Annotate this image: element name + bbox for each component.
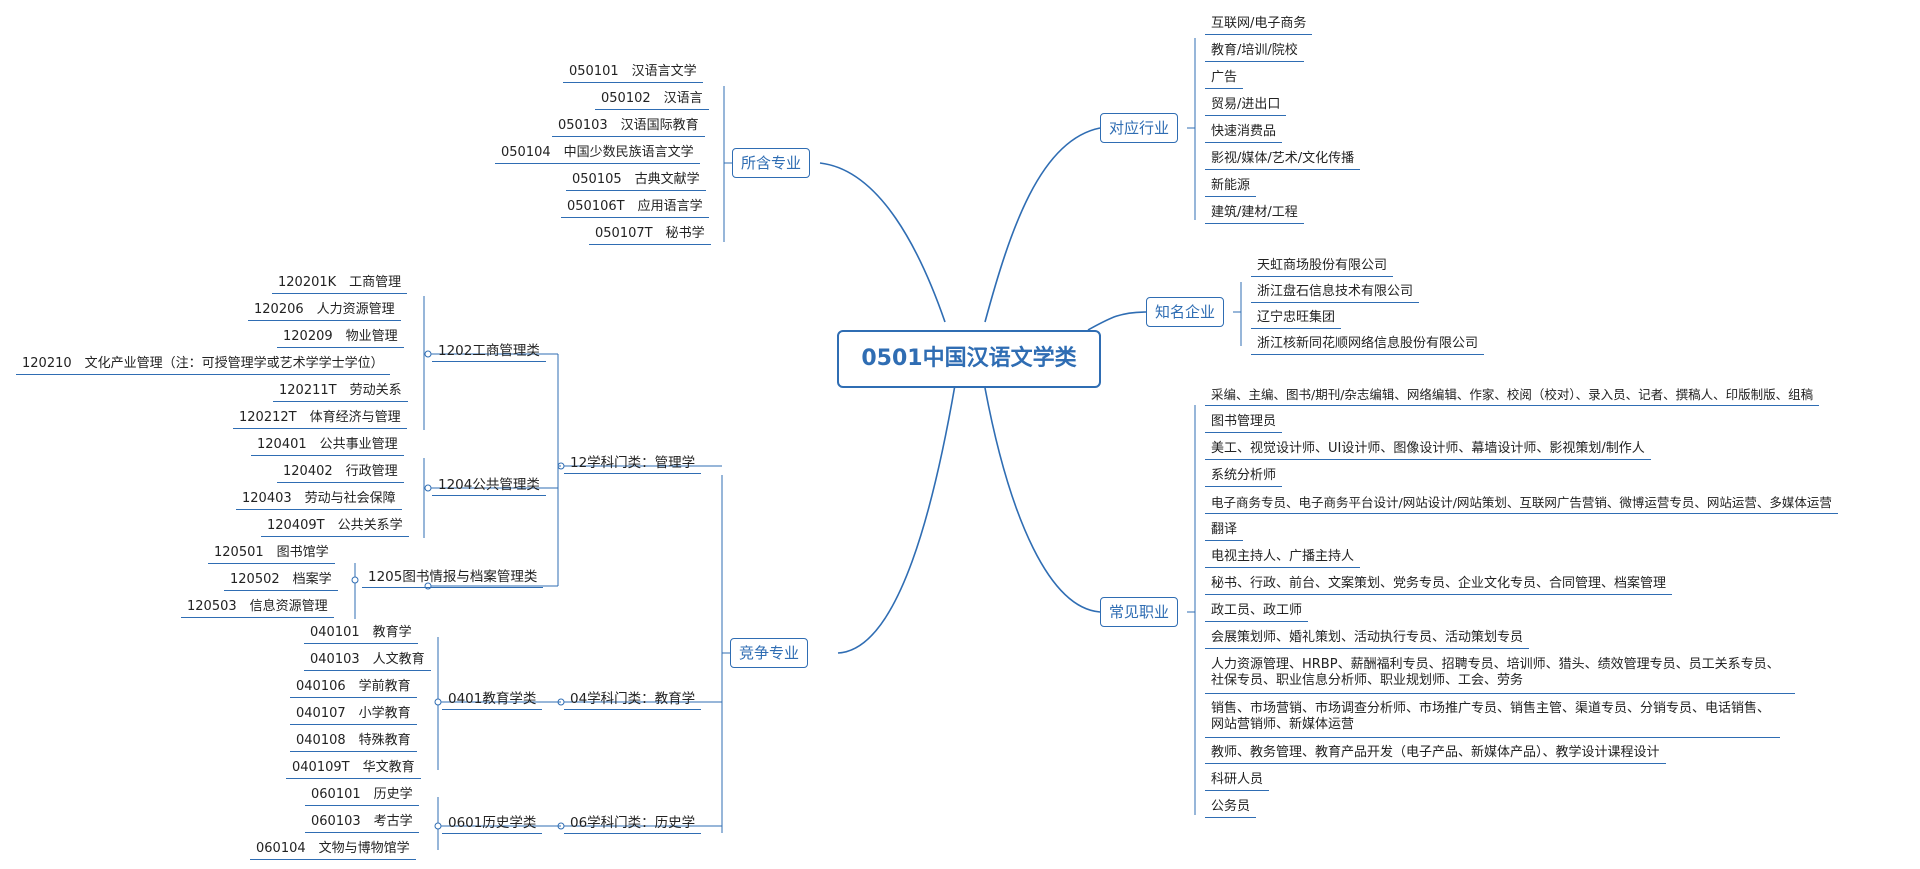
list-item[interactable]: 120209 物业管理 — [277, 326, 404, 348]
list-item[interactable]: 贸易/进出口 — [1205, 94, 1287, 116]
list-item[interactable]: 040109T 华文教育 — [286, 757, 421, 779]
list-item[interactable]: 广告 — [1205, 67, 1244, 89]
list-item[interactable]: 060101 历史学 — [305, 784, 419, 806]
branch-careers[interactable]: 常见职业 — [1100, 597, 1179, 627]
list-item[interactable]: 050106T 应用语言学 — [561, 196, 709, 218]
list-item[interactable]: 120201K 工商管理 — [272, 272, 408, 294]
list-item[interactable]: 120403 劳动与社会保障 — [236, 488, 402, 510]
list-item[interactable]: 人力资源管理、HRBP、薪酬福利专员、招聘专员、培训师、猎头、绩效管理专员、员工… — [1205, 654, 1795, 694]
branch-companies[interactable]: 知名企业 — [1146, 297, 1225, 327]
list-item[interactable]: 会展策划师、婚礼策划、活动执行专员、活动策划专员 — [1205, 627, 1530, 649]
list-item[interactable]: 040107 小学教育 — [290, 703, 417, 725]
branch-careers-label: 常见职业 — [1109, 603, 1170, 621]
list-item[interactable]: 050104 中国少数民族语言文学 — [495, 142, 700, 164]
list-item[interactable]: 060104 文物与博物馆学 — [250, 838, 416, 860]
list-item[interactable]: 120501 图书馆学 — [208, 542, 335, 564]
list-item[interactable]: 辽宁忠旺集团 — [1251, 307, 1342, 329]
list-item[interactable]: 销售、市场营销、市场调查分析师、市场推广专员、销售主管、渠道专员、分销专员、电话… — [1205, 698, 1780, 738]
edge-majors — [819, 162, 946, 323]
category-1202[interactable]: 1202工商管理类 — [432, 340, 546, 362]
list-item[interactable]: 建筑/建材/工程 — [1205, 202, 1304, 224]
list-item[interactable]: 教育/培训/院校 — [1205, 40, 1304, 62]
list-item[interactable]: 系统分析师 — [1205, 465, 1283, 487]
list-item[interactable]: 电视主持人、广播主持人 — [1205, 546, 1361, 568]
list-item[interactable]: 快速消费品 — [1205, 121, 1283, 143]
list-item[interactable]: 120401 公共事业管理 — [251, 434, 404, 456]
category-1205[interactable]: 1205图书情报与档案管理类 — [362, 566, 544, 588]
list-item[interactable]: 050102 汉语言 — [595, 88, 709, 110]
list-item[interactable]: 050105 古典文献学 — [566, 169, 706, 191]
list-item[interactable]: 电子商务专员、电子商务平台设计/网站设计/网站策划、互联网广告营销、微博运营专员… — [1205, 492, 1838, 514]
list-item[interactable]: 050101 汉语言文学 — [563, 61, 703, 83]
list-item[interactable]: 浙江核新同花顺网络信息股份有限公司 — [1251, 333, 1485, 355]
edge-careers — [984, 387, 1101, 613]
branch-industry[interactable]: 对应行业 — [1100, 113, 1179, 143]
branch-majors[interactable]: 所含专业 — [732, 148, 811, 178]
edge-companies — [1087, 311, 1147, 331]
list-item[interactable]: 教师、教务管理、教育产品开发（电子产品、新媒体产品）、教学设计课程设计 — [1205, 742, 1666, 764]
list-item[interactable]: 120212T 体育经济与管理 — [233, 407, 407, 429]
edge-industry — [984, 127, 1101, 323]
category-1204[interactable]: 1204公共管理类 — [432, 474, 546, 496]
list-item[interactable]: 科研人员 — [1205, 769, 1270, 791]
list-item[interactable]: 120409T 公共关系学 — [261, 515, 409, 537]
list-item[interactable]: 图书管理员 — [1205, 411, 1283, 433]
list-item[interactable]: 120502 档案学 — [224, 569, 338, 591]
central-topic-label: 0501中国汉语文学类 — [861, 346, 1077, 371]
discipline-education[interactable]: 04学科门类：教育学 — [564, 688, 702, 710]
list-item[interactable]: 政工员、政工师 — [1205, 600, 1309, 622]
category-0601[interactable]: 0601历史学类 — [442, 812, 543, 834]
list-item[interactable]: 秘书、行政、前台、文案策划、党务专员、企业文化专员、合同管理、档案管理 — [1205, 573, 1673, 595]
list-item[interactable]: 新能源 — [1205, 175, 1257, 197]
list-item[interactable]: 060103 考古学 — [305, 811, 419, 833]
list-item[interactable]: 040101 教育学 — [304, 622, 418, 644]
list-item[interactable]: 040108 特殊教育 — [290, 730, 417, 752]
discipline-management[interactable]: 12学科门类：管理学 — [564, 452, 702, 474]
list-item[interactable]: 影视/媒体/艺术/文化传播 — [1205, 148, 1361, 170]
list-item[interactable]: 公务员 — [1205, 796, 1257, 818]
branch-compete-label: 竞争专业 — [739, 644, 800, 662]
list-item[interactable]: 120210 文化产业管理（注：可授管理学或艺术学学士学位） — [16, 353, 390, 375]
list-item[interactable]: 互联网/电子商务 — [1205, 13, 1313, 35]
list-item[interactable]: 采编、主编、图书/期刊/杂志编辑、网络编辑、作家、校阅（校对）、录入员、记者、撰… — [1205, 384, 1820, 406]
list-item[interactable]: 天虹商场股份有限公司 — [1251, 255, 1394, 277]
list-item[interactable]: 120503 信息资源管理 — [181, 596, 334, 618]
list-item[interactable]: 050103 汉语国际教育 — [552, 115, 705, 137]
list-item[interactable]: 120402 行政管理 — [277, 461, 404, 483]
list-item[interactable]: 浙江盘石信息技术有限公司 — [1251, 281, 1420, 303]
edge-compete — [837, 384, 956, 654]
list-item[interactable]: 美工、视觉设计师、UI设计师、图像设计师、幕墙设计师、影视策划/制作人 — [1205, 438, 1651, 460]
list-item[interactable]: 040106 学前教育 — [290, 676, 417, 698]
list-item[interactable]: 120211T 劳动关系 — [273, 380, 408, 402]
branch-majors-label: 所含专业 — [741, 154, 802, 172]
list-item[interactable]: 120206 人力资源管理 — [248, 299, 401, 321]
branch-industry-label: 对应行业 — [1109, 119, 1170, 137]
list-item[interactable]: 050107T 秘书学 — [589, 223, 711, 245]
branch-compete[interactable]: 竞争专业 — [730, 638, 809, 668]
list-item[interactable]: 翻译 — [1205, 519, 1244, 541]
category-0401[interactable]: 0401教育学类 — [442, 688, 543, 710]
list-item[interactable]: 040103 人文教育 — [304, 649, 431, 671]
branch-companies-label: 知名企业 — [1155, 303, 1216, 321]
discipline-history[interactable]: 06学科门类：历史学 — [564, 812, 702, 834]
central-topic[interactable]: 0501中国汉语文学类 — [837, 330, 1101, 388]
